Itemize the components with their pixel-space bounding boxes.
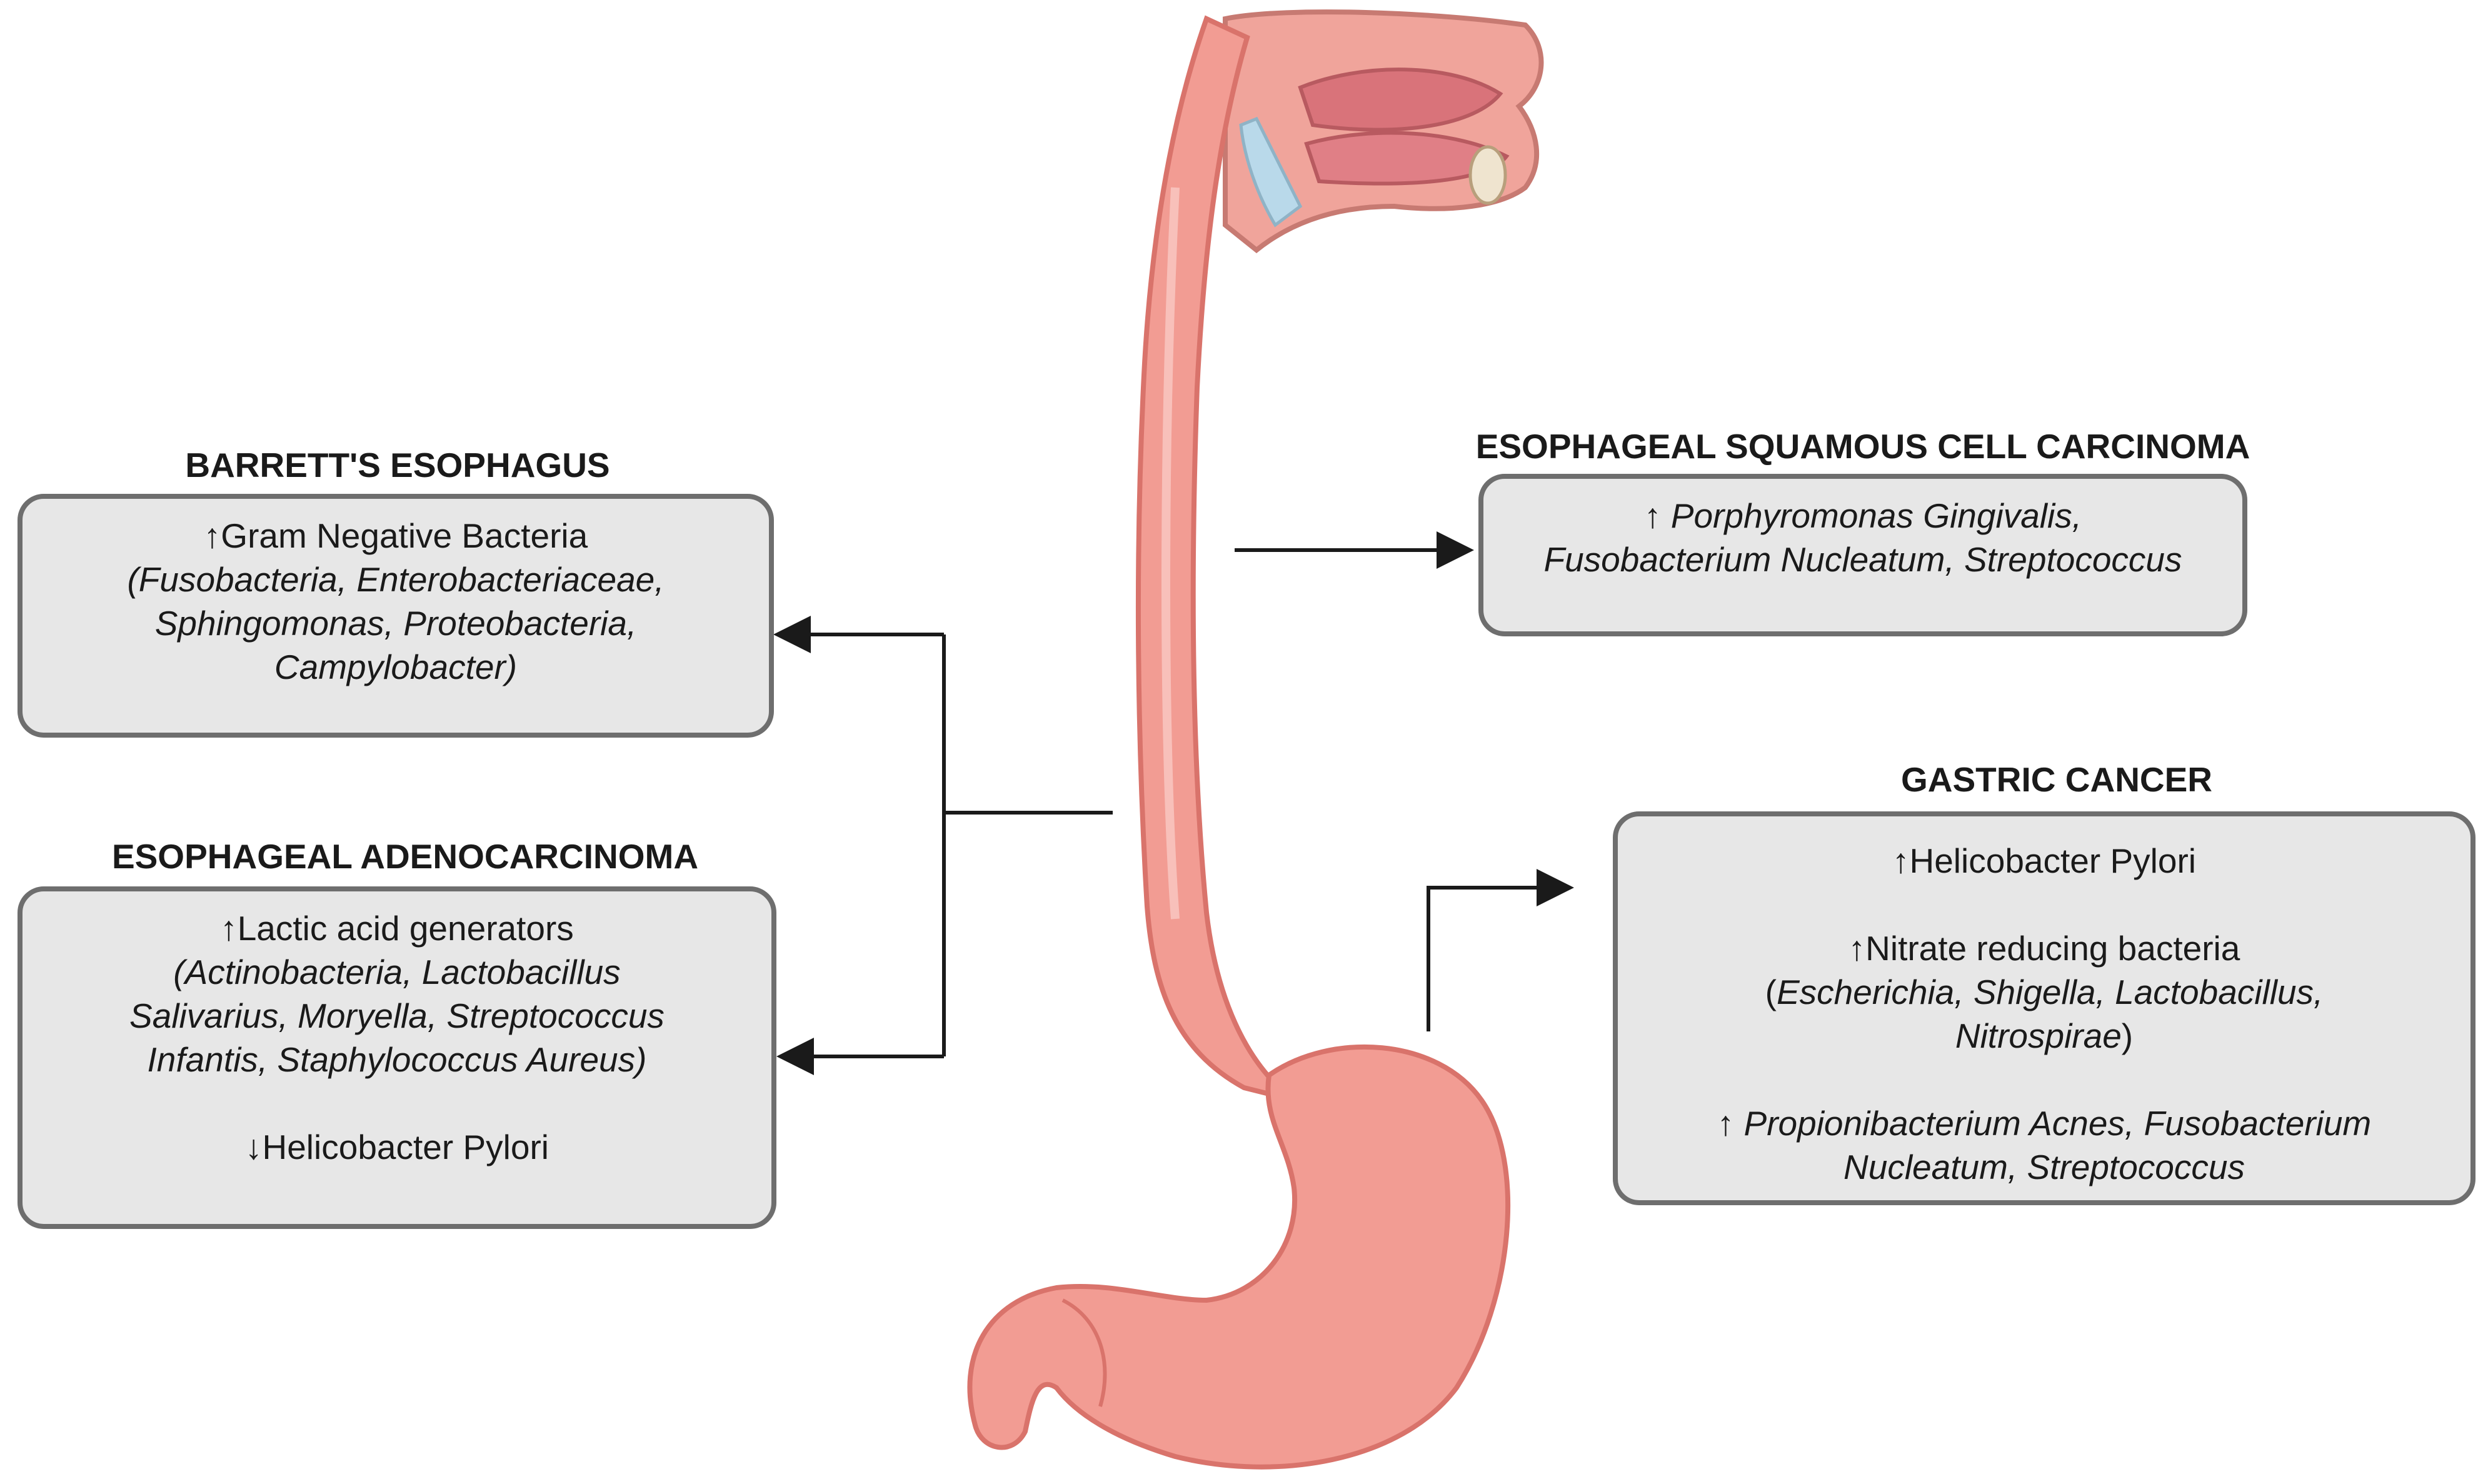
connector-arrows <box>773 531 1574 1075</box>
barretts-line-1: ↑Gram Negative Bacteria <box>203 516 588 555</box>
adeno-line-3: Salivarius, Moryella, Streptococcus <box>129 996 665 1035</box>
adeno-line-5: ↓Helicobacter Pylori <box>244 1128 549 1166</box>
gastric-line-5: Propionibacterium Acnes, Fusobacterium <box>1743 1104 2372 1143</box>
adeno-line-1: ↑Lactic acid generators <box>220 909 574 948</box>
barretts-line-2: (Fusobacteria, Enterobacteriaceae, <box>127 560 665 599</box>
gastric-line-6: Nucleatum, Streptococcus <box>1843 1148 2245 1186</box>
gastric-box: ↑Helicobacter Pylori ↑Nitrate reducing b… <box>1613 811 2475 1205</box>
gastric-open-paren: ( <box>1765 973 1777 1011</box>
escc-line-1: Porphyromonas Gingivalis, <box>1670 496 2082 535</box>
esophagus-illustration <box>1135 15 1296 1103</box>
adenocarcinoma-title: ESOPHAGEAL ADENOCARCINOMA <box>111 837 699 876</box>
escc-up-arrow: ↑ <box>1643 496 1662 535</box>
adeno-line-4: Infantis, Staphylococcus Aureus) <box>147 1040 647 1079</box>
gastric-title: GASTRIC CANCER <box>1900 760 2213 799</box>
escc-line-2: Fusobacterium Nucleatum, Streptococcus <box>1543 540 2182 579</box>
oral-cavity-illustration <box>1223 9 1544 254</box>
barretts-title: BARRETT'S ESOPHAGUS <box>185 446 610 484</box>
adeno-line-2: (Actinobacteria, Lactobacillus <box>173 953 621 991</box>
gastric-line-3: Escherichia, Shigella, Lactobacillus, <box>1776 973 2324 1011</box>
gastric-line-4: Nitrospirae <box>1955 1016 2122 1055</box>
barretts-line-3: Sphingomonas, Proteobacteria, <box>154 604 637 643</box>
gastric-line-1: ↑Helicobacter Pylori <box>1892 841 2196 880</box>
barretts-box: ↑Gram Negative Bacteria (Fusobacteria, E… <box>18 494 774 738</box>
barretts-line-4: Campylobacter) <box>274 648 518 686</box>
gastric-close-paren: ) <box>2121 1016 2134 1055</box>
gastric-line-2: ↑Nitrate reducing bacteria <box>1848 929 2240 968</box>
adenocarcinoma-box: ↑Lactic acid generators (Actinobacteria,… <box>18 886 776 1229</box>
escc-title: ESOPHAGEAL SQUAMOUS CELL CARCINOMA <box>1475 427 2250 466</box>
gastric-up-arrow: ↑ <box>1717 1104 1735 1143</box>
stomach-illustration <box>967 1044 1511 1470</box>
escc-box: ↑ Porphyromonas Gingivalis, Fusobacteriu… <box>1478 474 2247 636</box>
